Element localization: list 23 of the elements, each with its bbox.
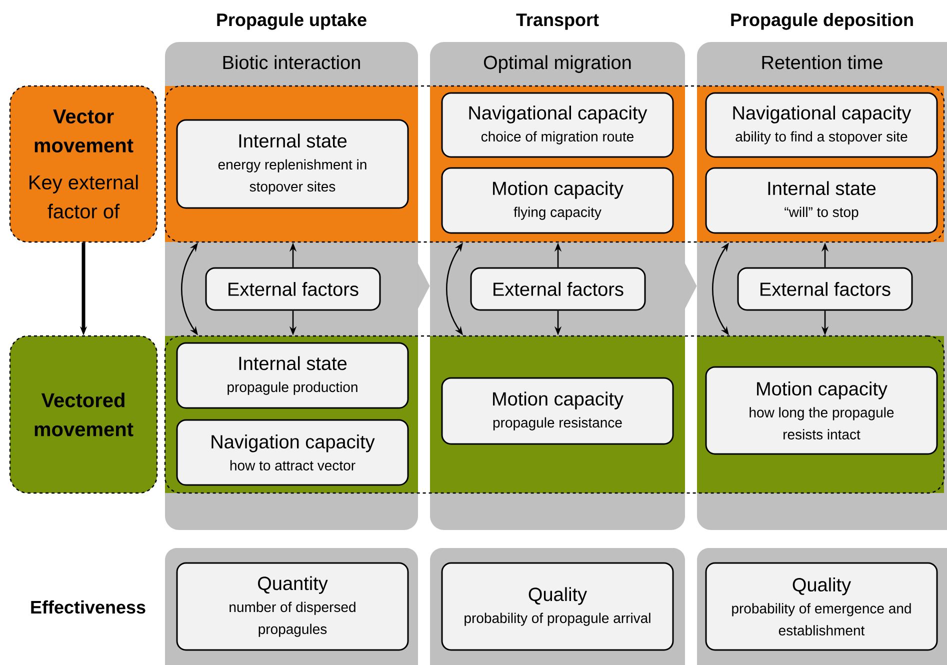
node-label: Transport (516, 14, 599, 30)
text-box: Navigational capacity ability to find a stopover site (705, 92, 938, 158)
text-box: Internal state propagule production (176, 342, 409, 409)
text-box: Navigational capacity choice of migration route (441, 92, 674, 158)
text-box: Motion capacity flying capacity (441, 167, 674, 234)
text-box: Quality probability of emergence and establishment (705, 562, 938, 651)
text-box: Motion capacity how long the propagule resists intact (705, 366, 938, 455)
dashed-box: Vectored movement (9, 335, 158, 494)
text-box: Quality probability of propagule arrival (441, 562, 674, 651)
text-box: Motion capacity propagule resistance (441, 377, 674, 445)
factor-box: External factors (205, 267, 381, 311)
node-label: Propagule deposition (731, 12, 913, 30)
text-box: Quantity number of dispersed propagules (176, 562, 409, 651)
factor-box: External factors (470, 267, 646, 311)
text-box: Navigation capacity how to attract vector (176, 419, 409, 486)
row-label: Effectiveness (31, 600, 146, 614)
chevron-arrow (684, 263, 697, 309)
factor-box: External factors (737, 267, 913, 311)
chevron-arrow (418, 263, 430, 309)
text-box: Internal state “will” to stop (705, 167, 938, 234)
text-box: Internal state energy replenishment in stopover sites (176, 119, 409, 209)
node-label: Propagule uptake (217, 12, 366, 30)
dashed-box: Vector movement Key external factor of (9, 85, 158, 243)
